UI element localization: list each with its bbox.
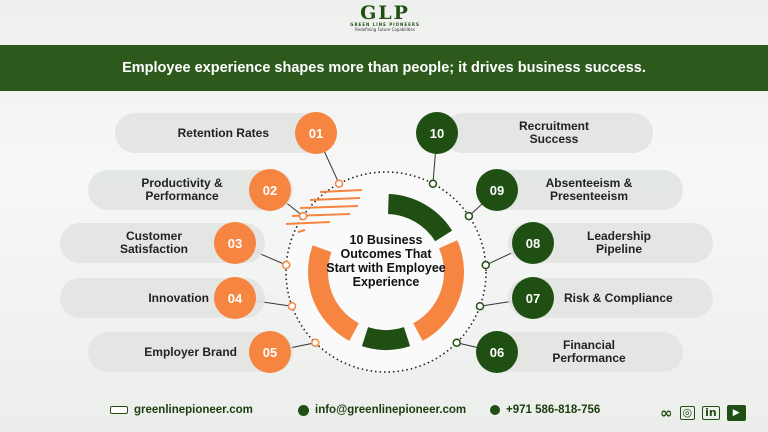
outcome-label: Customer Satisfaction [119,229,188,256]
outcome-number-badge: 09 [476,169,518,211]
connector-dot [287,301,297,311]
website-link[interactable]: greenlinepioneer.com [134,404,253,416]
social-links: ∞ ◎ in ▶ [660,404,746,422]
outcome-number-badge: 03 [214,222,256,264]
stripe-decoration [285,221,331,225]
outcome-number-badge: 02 [249,169,291,211]
headline: Employee experience shapes more than peo… [122,60,646,76]
connector-dot [428,179,438,188]
connector-dot [452,338,461,347]
logo-mark: GLP [360,2,410,24]
connector-dot [475,301,485,311]
outcome-label: Retention Rates [177,125,269,140]
outcome-number-badge: 05 [249,331,291,373]
footer-website[interactable]: greenlinepioneer.com [110,404,253,416]
stripe-decoration [319,189,363,193]
outcome-label: Recruitment Success [518,119,589,146]
footer-email[interactable]: info@greenlinepioneer.com [298,404,466,416]
outcome-pill: Recruitment Success [443,113,653,153]
ring-segment-orange [413,240,464,341]
outcome-label: Employer Brand [144,344,237,359]
email-icon [298,404,309,416]
outcome-number-badge: 07 [512,277,554,319]
logo: GLP GREEN LINE PIONEERS Redefining Futur… [340,2,430,33]
phone-icon [490,405,500,415]
footer-phone[interactable]: +971 586-818-756 [490,404,600,416]
stripe-decoration [309,197,361,201]
outcome-label: Financial Performance [552,338,626,365]
headline-banner: Employee experience shapes more than peo… [0,45,768,91]
center-title: 10 Business Outcomes That Start with Emp… [326,233,446,289]
youtube-icon[interactable]: ▶ [726,405,746,421]
stripe-decoration [297,229,306,233]
linkedin-icon[interactable]: in [702,406,720,420]
outcome-number-badge: 04 [214,277,256,319]
outcome-number-badge: 01 [295,112,337,154]
instagram-icon[interactable]: ◎ [679,406,696,420]
outcome-label: Risk & Compliance [564,290,673,305]
phone-link[interactable]: +971 586-818-756 [506,404,601,416]
connector-dot [298,211,308,221]
connector-dot [281,260,291,270]
outcome-label: Productivity & Performance [141,176,223,203]
email-link[interactable]: info@greenlinepioneer.com [315,404,467,416]
outcome-label: Innovation [148,290,209,305]
outcome-number-badge: 06 [476,331,518,373]
outcome-label: Absenteeism & Presenteeism [545,176,633,203]
outcome-pill: Retention Rates [115,113,325,153]
logo-name: GREEN LINE PIONEERS [350,22,420,27]
web-icon [110,406,128,414]
meta-icon[interactable]: ∞ [660,404,673,422]
connector-dot [464,211,474,221]
outcome-number-badge: 10 [416,112,458,154]
connector-dot [311,338,320,347]
logo-tagline: Redefining Future Capabilities [355,27,415,32]
outcome-label: Leadership Pipeline [586,229,652,256]
ring-segment-orange [308,245,359,341]
connector-dot [334,179,344,188]
ring-segment-green [361,327,411,350]
connector-dot [481,260,491,270]
ring-segment-green [388,194,453,242]
outcome-number-badge: 08 [512,222,554,264]
stripe-decoration [299,205,359,209]
